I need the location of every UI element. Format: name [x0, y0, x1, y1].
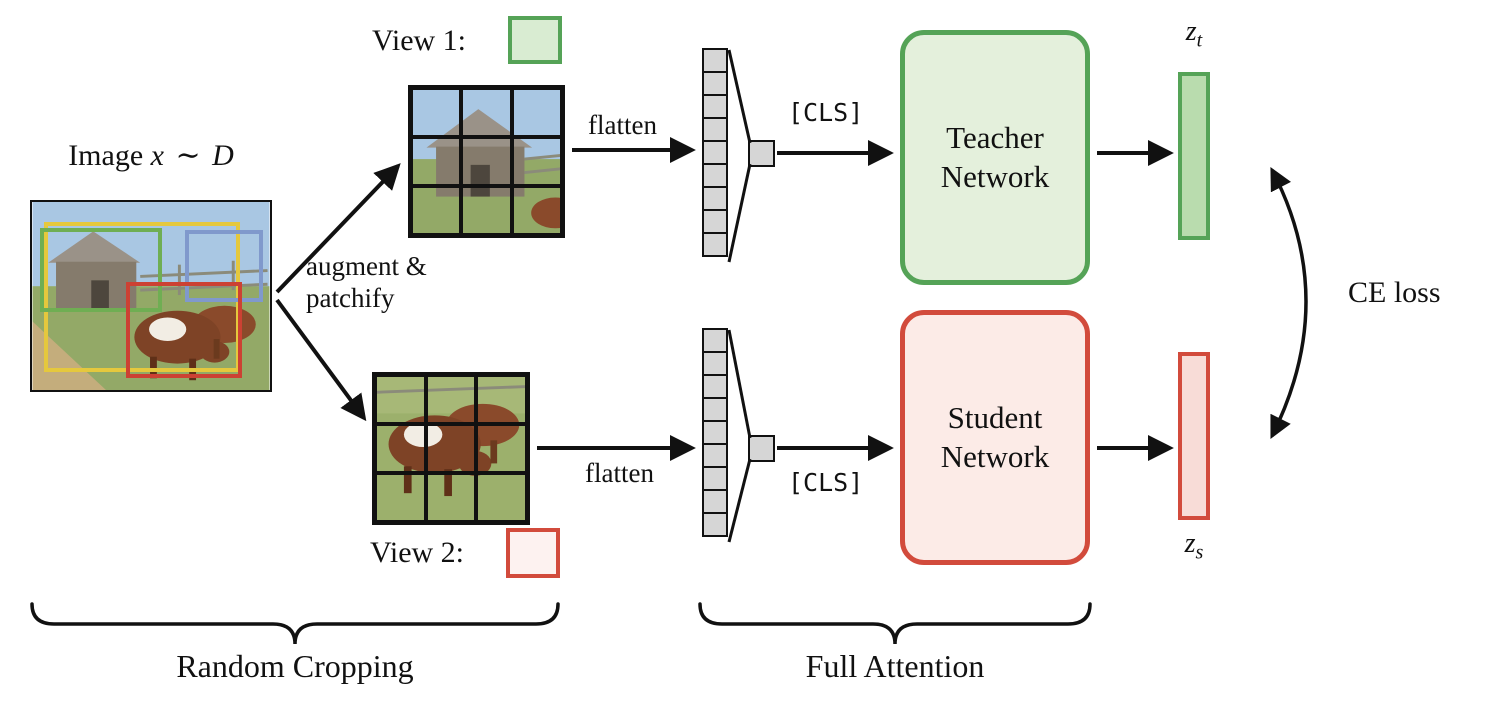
distribution-symbol: D	[212, 139, 234, 172]
token-cell	[702, 186, 728, 211]
funnel-line-bottom-2	[727, 458, 752, 543]
zs-label: zs	[1178, 528, 1210, 565]
teacher-output-bar	[1178, 72, 1210, 240]
random-cropping-label: Random Cropping	[176, 648, 414, 684]
funnel-line-top-1	[727, 49, 752, 144]
random-cropping-brace	[30, 602, 560, 645]
zt-subscript: t	[1196, 29, 1203, 52]
token-cell	[702, 351, 728, 376]
teacher-network-label: Teacher Network	[940, 119, 1050, 194]
patch-cell	[476, 375, 527, 424]
zs-subscript: s	[1195, 541, 1204, 564]
student-output-bar	[1178, 352, 1210, 520]
patch-cell	[375, 375, 426, 424]
full-attention-label: Full Attention	[805, 648, 985, 684]
source-image	[30, 200, 272, 392]
augment-line1: augment &	[306, 251, 427, 281]
view2-patch-grid	[375, 375, 527, 522]
student-network-box: Student Network	[900, 310, 1090, 565]
patch-cell	[511, 186, 562, 235]
patch-cell	[425, 375, 477, 424]
token-cell	[702, 48, 728, 73]
patch-cell	[461, 88, 512, 137]
ce-loss-label: CE loss	[1348, 276, 1441, 309]
augment-line2: patchify	[306, 283, 395, 314]
patch-cell	[461, 137, 512, 186]
funnel-line-top-2	[727, 163, 752, 263]
patchified-view2	[372, 372, 530, 525]
token-column-view2	[702, 328, 728, 537]
zs-base: z	[1184, 528, 1196, 559]
crop-box-blue	[185, 230, 263, 302]
patch-cell	[461, 186, 512, 235]
full-attention-brace	[698, 602, 1092, 645]
zt-base: z	[1185, 16, 1197, 47]
token-cell	[702, 489, 728, 514]
token-cell	[702, 328, 728, 353]
token-cell	[702, 466, 728, 491]
token-cell	[702, 420, 728, 445]
patch-cell	[425, 473, 477, 522]
token-cell	[702, 512, 728, 537]
token-cell	[702, 443, 728, 468]
view1-color-swatch	[508, 16, 562, 64]
patch-cell	[511, 137, 562, 186]
token-cell	[702, 209, 728, 234]
image-variable: x	[150, 139, 164, 172]
cls-token-square-bottom	[748, 435, 775, 462]
funnel-line-bottom-1	[727, 329, 752, 439]
patch-cell	[476, 424, 527, 473]
token-cell	[702, 232, 728, 257]
token-cell	[702, 163, 728, 188]
ce-loss-arrow	[1270, 166, 1308, 440]
flatten-label-bottom: flatten	[585, 458, 654, 488]
token-cell	[702, 140, 728, 165]
flatten-label-top: flatten	[588, 110, 657, 140]
token-cell	[702, 94, 728, 119]
token-column-view1	[702, 48, 728, 257]
view1-patch-grid	[411, 88, 562, 235]
view2-color-swatch	[506, 528, 560, 578]
augment-patchify-label: augment & patchify	[306, 250, 427, 315]
patch-cell	[511, 88, 562, 137]
patch-cell	[375, 473, 426, 522]
patch-cell	[411, 186, 462, 235]
token-cell	[702, 71, 728, 96]
farm-scene-illustration	[32, 202, 270, 390]
token-cell	[702, 374, 728, 399]
cls-token-square-top	[748, 140, 775, 167]
source-image-caption: Image x ∼ D	[30, 138, 272, 173]
view1-label: View 1:	[372, 24, 467, 57]
patchified-view1	[408, 85, 565, 238]
student-network-label: Student Network	[940, 399, 1050, 474]
patch-cell	[425, 424, 477, 473]
cls-label-top: [CLS]	[788, 98, 864, 127]
crop-box-red	[126, 282, 242, 378]
crop-box-green	[40, 228, 162, 312]
teacher-network-box: Teacher Network	[900, 30, 1090, 285]
view2-label: View 2:	[370, 536, 465, 569]
patch-cell	[411, 88, 462, 137]
distributed-as-symbol: ∼	[175, 139, 201, 172]
image-word: Image	[68, 139, 144, 172]
token-cell	[702, 397, 728, 422]
arrow-to-view2	[275, 298, 367, 422]
patch-cell	[476, 473, 527, 522]
patch-cell	[375, 424, 426, 473]
zt-label: zt	[1178, 16, 1210, 53]
view2-scene	[375, 375, 527, 522]
token-cell	[702, 117, 728, 142]
patch-cell	[411, 137, 462, 186]
cls-label-bottom: [CLS]	[788, 468, 864, 497]
